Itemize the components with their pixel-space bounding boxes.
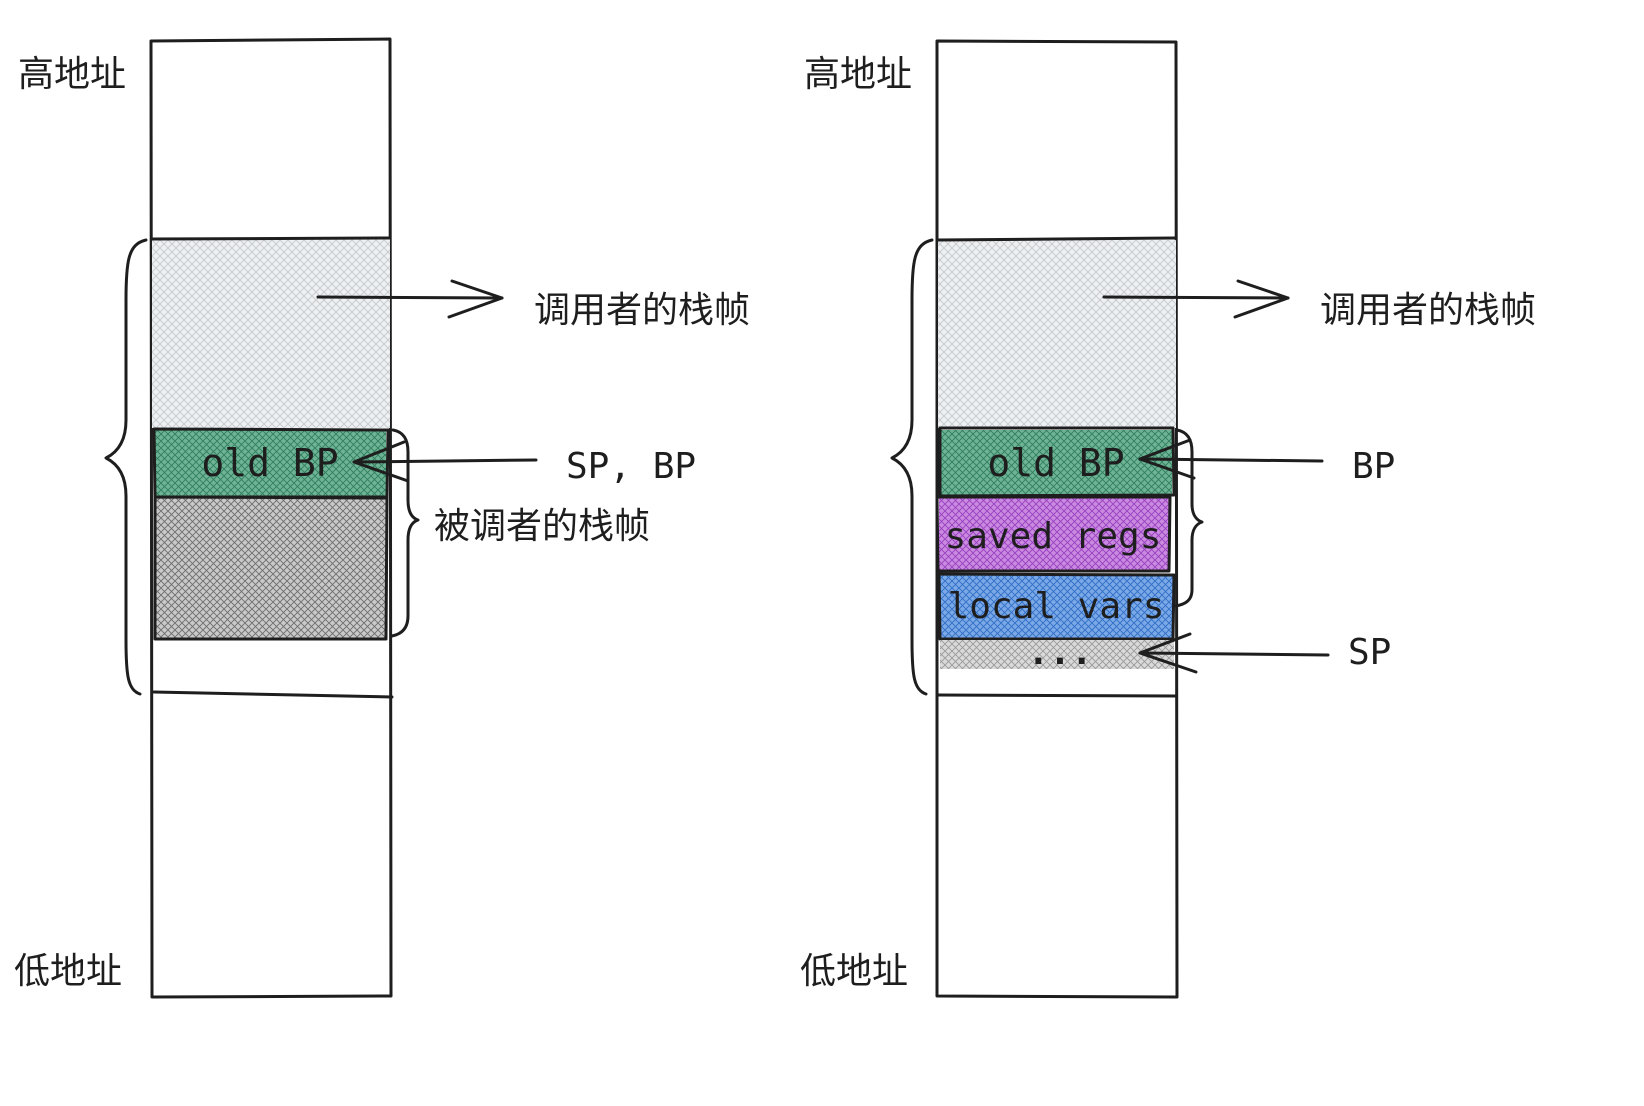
left-low-address-label: 低地址 [14, 951, 122, 992]
left-old-bp-block [155, 430, 386, 496]
left-callee-area-outline [153, 495, 389, 641]
left-stack-column [149, 37, 393, 999]
left-callee-area-block [155, 498, 386, 639]
right-old-bp-block [941, 430, 1172, 495]
right-saved-regs-outline [935, 495, 1172, 573]
right-ellipsis-block [940, 640, 1174, 669]
left-caller-arrow-head [447, 279, 504, 319]
right-caller-frame-block [938, 240, 1176, 428]
right-local-vars-label: local vars [948, 586, 1165, 627]
right-callee-brace [1174, 428, 1204, 608]
left-frame-bottom-line [152, 690, 394, 699]
right-ellipsis-label: ... [1027, 632, 1092, 673]
left-callee-brace [390, 428, 420, 638]
left-callee-frame-label: 被调者的栈帧 [434, 506, 650, 547]
right-saved-regs-label: saved regs [945, 516, 1162, 557]
right-bp-arrow-shaft [1138, 457, 1324, 463]
left-spbp-arrow-shaft [352, 458, 538, 464]
right-old-bp-outline [938, 426, 1176, 498]
right-high-address-label: 高地址 [804, 54, 912, 95]
right-stack-column [935, 39, 1179, 999]
right-old-bp-label: old BP [987, 441, 1124, 485]
right-sp-label: SP [1348, 632, 1391, 673]
right-bp-label: BP [1352, 446, 1395, 487]
right-caller-frame-top-line [936, 236, 1178, 242]
left-caller-frame-label: 调用者的栈帧 [534, 290, 750, 331]
left-caller-frame-block [152, 239, 390, 428]
right-sp-arrow-shaft [1138, 651, 1330, 657]
left-caller-frame-top-line [150, 236, 392, 241]
right-caller-arrow-head [1233, 279, 1290, 319]
right-local-vars-block [940, 575, 1174, 639]
right-sp-arrow-head [1138, 632, 1198, 674]
left-whole-brace [104, 238, 148, 696]
right-frame-bottom-line [936, 693, 1178, 698]
right-saved-regs-block [939, 498, 1169, 570]
left-sp-bp-label: SP, BP [566, 446, 696, 487]
left-high-address-label: 高地址 [18, 54, 126, 95]
right-low-address-label: 低地址 [800, 951, 908, 992]
right-caller-arrow-shaft [1102, 295, 1290, 300]
right-diagram: 高地址 低地址 old BP saved regs local vars ... [800, 39, 1536, 999]
right-bp-arrow-head [1138, 438, 1196, 480]
left-diagram: 高地址 低地址 old BP 调用者的栈帧 SP, BP 被调者的栈帧 [14, 37, 750, 999]
left-spbp-arrow-head [352, 440, 410, 483]
left-old-bp-label: old BP [201, 441, 338, 485]
left-caller-arrow-shaft [316, 295, 504, 300]
right-whole-brace [890, 238, 934, 696]
right-caller-frame-label: 调用者的栈帧 [1320, 290, 1536, 331]
